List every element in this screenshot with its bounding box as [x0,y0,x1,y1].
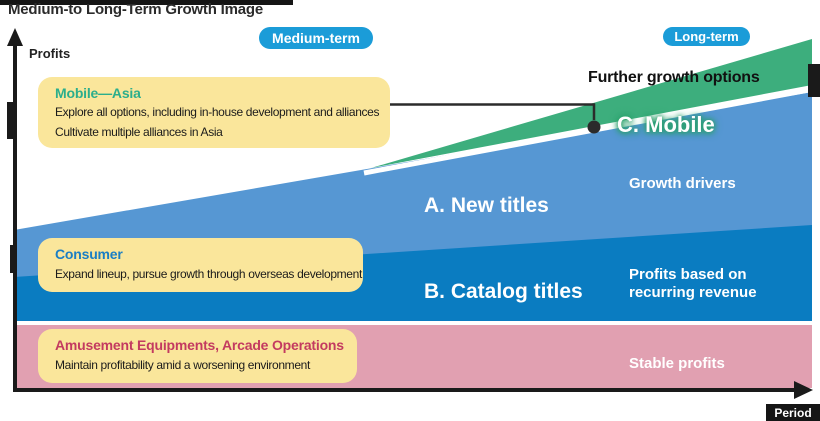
further-growth-annotation: Further growth options [588,69,760,86]
medium-term-badge: Medium-term [259,27,373,49]
y-axis-arrow [7,28,23,46]
period-axis-label: Period [766,404,820,421]
y-axis [13,44,17,392]
long-term-badge: Long-term [663,27,750,46]
mobile-asia-callout-title: Mobile—Asia [55,85,141,101]
stable-profits-note: Stable profits [629,355,725,372]
consumer-callout: Consumer Expand lineup, pursue growth th… [38,238,363,292]
page-title: Medium-to Long-Term Growth Image [8,1,263,18]
mobile-asia-callout-line2: Cultivate multiple alliances in Asia [55,125,223,139]
consumer-callout-title: Consumer [55,246,123,262]
connector-line [390,103,596,120]
clipped-black-fragment-left-2 [10,245,16,273]
recurring-revenue-note-line1: Profits based on [629,266,747,283]
recurring-revenue-note: Profits based on recurring revenue [629,266,757,301]
recurring-revenue-note-line2: recurring revenue [629,283,757,301]
consumer-callout-line1: Expand lineup, pursue growth through ove… [55,267,362,281]
connector-dot [587,120,601,134]
title-rule [0,0,293,5]
mobile-layer-label: C. Mobile [617,112,715,137]
clipped-black-fragment-left-1 [7,102,13,139]
amusement-callout: Amusement Equipments, Arcade Operations … [38,329,357,383]
growth-drivers-note: Growth drivers [629,175,736,192]
x-axis-arrow [794,381,813,399]
x-axis [13,388,796,392]
amusement-callout-line1: Maintain profitability amid a worsening … [55,358,310,372]
amusement-callout-title: Amusement Equipments, Arcade Operations [55,337,344,353]
mobile-asia-callout-line1: Explore all options, including in-house … [55,105,380,119]
profits-axis-label: Profits [29,46,71,61]
new-titles-layer-label: A. New titles [424,194,549,217]
mobile-asia-callout: Mobile—Asia Explore all options, includi… [38,77,390,148]
clipped-black-fragment-right [808,64,820,97]
catalog-titles-layer-label: B. Catalog titles [424,280,583,303]
new-titles-area [14,92,812,278]
catalog-titles-band [14,225,812,321]
